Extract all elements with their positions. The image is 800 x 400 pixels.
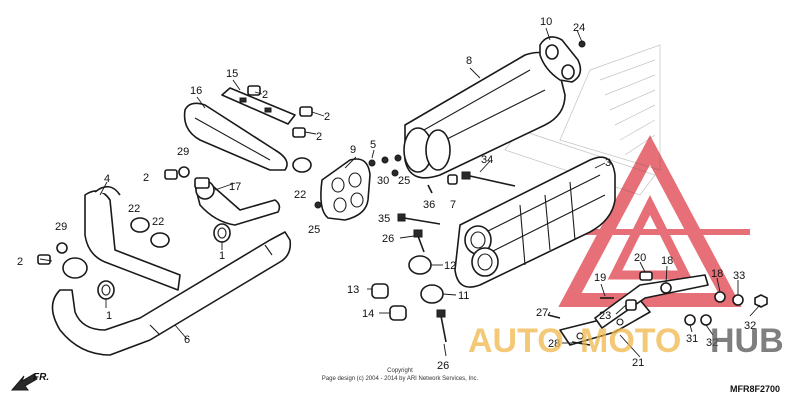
callout-13: 13 bbox=[347, 284, 359, 296]
callout-34: 34 bbox=[481, 154, 493, 166]
callout-2c: 2 bbox=[316, 131, 322, 143]
callout-7: 7 bbox=[450, 199, 456, 211]
part-9-joint-flange[interactable] bbox=[320, 158, 371, 221]
part-21-bracket[interactable] bbox=[559, 274, 709, 346]
part-4-exhaust-pipe-left[interactable] bbox=[62, 185, 181, 291]
callout-17: 17 bbox=[229, 181, 241, 193]
callout-1b: 1 bbox=[219, 250, 225, 262]
callout-1a: 1 bbox=[106, 310, 112, 322]
part-2-clips[interactable] bbox=[37, 85, 313, 265]
part-22-clamps[interactable] bbox=[130, 157, 312, 248]
callout-22b: 22 bbox=[128, 203, 140, 215]
leader-lines bbox=[39, 27, 761, 358]
callout-23: 23 bbox=[599, 310, 611, 322]
callout-25a: 25 bbox=[308, 224, 320, 236]
callout-32a: 32 bbox=[706, 337, 718, 349]
callout-3: 3 bbox=[605, 157, 611, 169]
part-15-protector[interactable] bbox=[221, 87, 296, 125]
part-6-tail-pipe[interactable] bbox=[51, 231, 292, 356]
callout-35: 35 bbox=[378, 213, 390, 225]
watermark-text-2: MOTO bbox=[580, 322, 681, 360]
callout-18b: 18 bbox=[711, 268, 723, 280]
watermark-text: AUTO MOTO HUB bbox=[468, 322, 784, 360]
watermark-text-3: HUB bbox=[710, 322, 784, 360]
callout-6: 6 bbox=[184, 334, 190, 346]
callout-12: 12 bbox=[444, 260, 456, 272]
callout-30: 30 bbox=[377, 175, 389, 187]
callout-4: 4 bbox=[104, 173, 110, 185]
callout-22a: 22 bbox=[294, 189, 306, 201]
callout-16: 16 bbox=[190, 85, 202, 97]
callout-14: 14 bbox=[362, 308, 374, 320]
diagram-code: MFR8F2700 bbox=[730, 384, 780, 394]
callout-29b: 29 bbox=[55, 221, 67, 233]
callout-27: 27 bbox=[536, 307, 548, 319]
callout-19: 19 bbox=[594, 272, 606, 284]
callout-24: 24 bbox=[573, 22, 585, 34]
callout-11: 11 bbox=[458, 290, 469, 302]
callout-8: 8 bbox=[466, 55, 472, 67]
copyright-title: Copyright bbox=[387, 368, 413, 374]
part-3-muffler[interactable] bbox=[454, 156, 616, 288]
part-8-muffler-cover[interactable] bbox=[403, 51, 566, 179]
copyright-text: Page design (c) 2004 - 2014 by ARI Netwo… bbox=[322, 376, 479, 382]
callout-26b: 26 bbox=[437, 360, 449, 372]
callout-22c: 22 bbox=[152, 216, 164, 228]
callout-2e: 2 bbox=[17, 256, 23, 268]
callout-21: 21 bbox=[632, 357, 644, 369]
callout-33: 33 bbox=[733, 270, 745, 282]
callout-18a: 18 bbox=[661, 255, 673, 267]
callout-2d: 2 bbox=[143, 172, 149, 184]
front-label: FR. bbox=[33, 372, 49, 383]
callout-5: 5 bbox=[370, 139, 376, 151]
callout-31: 31 bbox=[686, 333, 698, 345]
front-direction-indicator: FR. bbox=[10, 372, 49, 391]
watermark-text-1: AUTO bbox=[468, 322, 564, 360]
callout-numbers: 1 1 2 2 2 2 2 3 4 5 6 7 8 9 10 11 12 13 … bbox=[17, 16, 756, 372]
callout-20: 20 bbox=[634, 252, 646, 264]
callout-29a: 29 bbox=[177, 146, 189, 158]
callout-15: 15 bbox=[226, 68, 238, 80]
callout-26a: 26 bbox=[382, 233, 394, 245]
callout-9: 9 bbox=[350, 144, 356, 156]
hardware-bolts[interactable] bbox=[56, 40, 768, 346]
part-16-heat-guard[interactable] bbox=[183, 102, 288, 171]
callout-2b: 2 bbox=[324, 111, 330, 123]
callout-28: 28 bbox=[548, 338, 560, 350]
callout-36: 36 bbox=[423, 199, 435, 211]
callout-2a: 2 bbox=[262, 89, 268, 101]
callout-25b: 25 bbox=[398, 175, 410, 187]
callout-32b: 32 bbox=[744, 320, 756, 332]
callout-10: 10 bbox=[540, 16, 552, 28]
part-1-gaskets[interactable] bbox=[97, 223, 231, 300]
part-10-gasket[interactable] bbox=[539, 36, 582, 83]
